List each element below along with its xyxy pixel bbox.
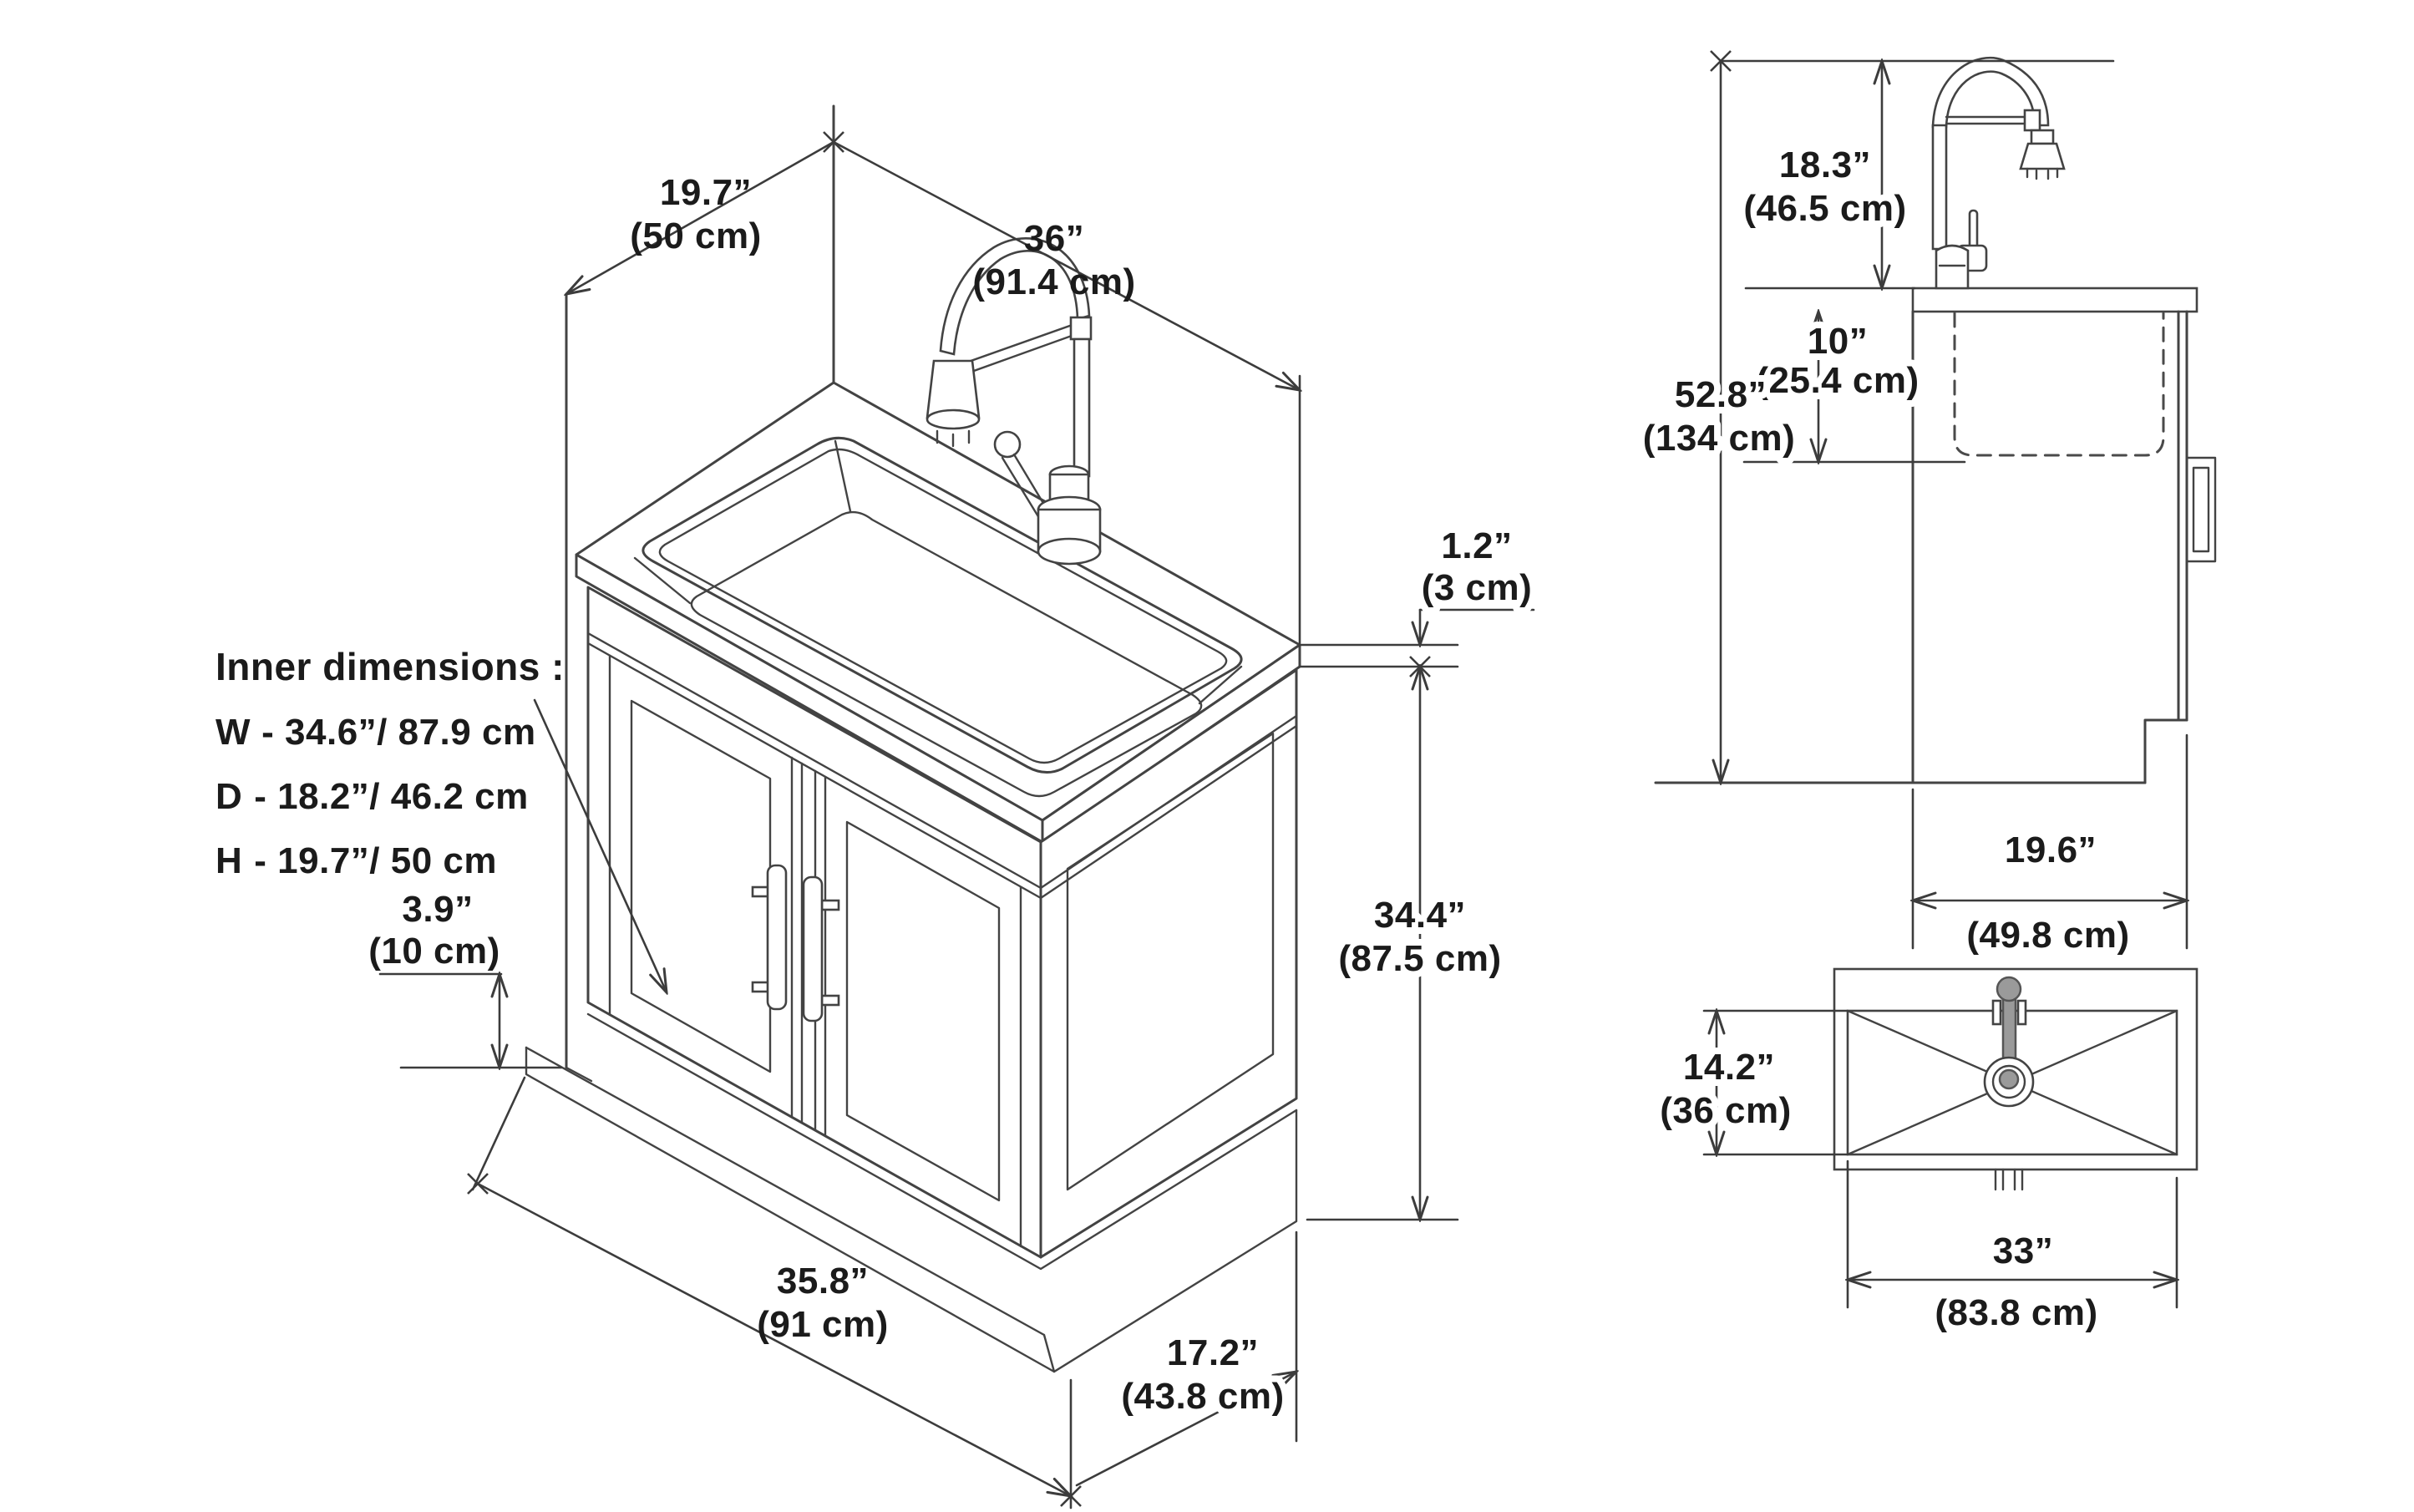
dim-bowl-width-cm: (83.8 cm) — [1935, 1292, 2097, 1333]
right-door-panel — [845, 820, 1001, 1202]
top-faucet — [1983, 976, 2035, 1108]
dim-overall-height-in: 52.8” — [1675, 374, 1767, 415]
dim-bowl-depth-in: 10” — [1808, 321, 1868, 362]
handle-knob — [993, 430, 1022, 459]
dim-faucet-height-cm: (46.5 cm) — [1743, 188, 1906, 229]
top-labels: 14.2” (36 cm) 33” (83.8 cm) — [1653, 1040, 2104, 1340]
isometric-view: 19.7” (50 cm) 36” (91.4 cm) 1.2” (3 cm) … — [216, 104, 1539, 1509]
toe-kick — [525, 1001, 1298, 1373]
supply-tabs — [1994, 1168, 2024, 1191]
side-panel — [1066, 732, 1275, 1191]
isometric-labels: 19.7” (50 cm) 36” (91.4 cm) 1.2” (3 cm) … — [216, 172, 1539, 1423]
dim-side-depth-cm: (49.8 cm) — [1966, 915, 2129, 956]
left-door-panel — [630, 699, 772, 1073]
inner-dimension-depth: D- 18.2”/ 46.2 cm — [216, 776, 529, 817]
door-handles — [751, 864, 840, 1022]
dim-top-width-in: 36” — [1024, 218, 1084, 259]
dim-toe-kick-in: 3.9” — [402, 889, 473, 930]
dim-body-height-in: 34.4” — [1374, 895, 1466, 936]
dim-top-depth-cm: (50 cm) — [630, 216, 762, 256]
dim-base-depth-cm: (43.8 cm) — [1121, 1376, 1284, 1417]
cabinet-body — [525, 586, 1298, 1373]
dim-bowl-depth-cm: (25.4 cm) — [1756, 360, 1919, 401]
dim-bowl-ftb-in: 14.2” — [1683, 1047, 1775, 1088]
top-view: 14.2” (36 cm) 33” (83.8 cm) — [1653, 967, 2198, 1340]
dim-top-depth-in: 19.7” — [660, 172, 752, 213]
dim-base-width-cm: (91 cm) — [757, 1304, 889, 1345]
dim-overall-height-cm: (134 cm) — [1643, 418, 1796, 459]
side-hook-bracket — [2185, 456, 2217, 563]
side-view: 18.3” (46.5 cm) 10” (25.4 cm) 52.8” (134… — [1636, 50, 2217, 962]
dim-faucet-height-in: 18.3” — [1779, 145, 1871, 185]
dim-bowl-ftb-cm: (36 cm) — [1660, 1090, 1792, 1131]
dim-toe-kick-cm: (10 cm) — [368, 931, 500, 972]
side-labels: 18.3” (46.5 cm) 10” (25.4 cm) 52.8” (134… — [1636, 138, 2136, 962]
isometric-dimensions — [378, 131, 1535, 1509]
dim-base-width-in: 35.8” — [777, 1261, 869, 1301]
hidden-sink-bowl — [1953, 312, 2165, 457]
side-cabinet — [1654, 287, 2217, 784]
dim-body-height-cm: (87.5 cm) — [1338, 938, 1501, 979]
inner-dimensions-heading: Inner dimensions : — [216, 645, 565, 688]
dim-bowl-width-in: 33” — [1993, 1230, 2053, 1271]
faucet-side — [1931, 56, 2066, 290]
dim-top-width-cm: (91.4 cm) — [972, 261, 1135, 302]
sink-basin — [633, 436, 1243, 798]
handle-side — [1968, 209, 1979, 251]
wall-lines — [565, 104, 835, 1083]
spray-head-side — [2019, 142, 2066, 170]
inner-dimension-width: W- 34.6”/ 87.9 cm — [216, 712, 536, 753]
dim-counter-thickness-cm: (3 cm) — [1422, 567, 1533, 608]
faucet-isometric — [926, 237, 1102, 566]
inner-dimension-height: H- 19.7”/ 50 cm — [216, 840, 497, 881]
dim-side-depth-in: 19.6” — [2005, 830, 2097, 870]
inner-dimensions-block: Inner dimensions : W- 34.6”/ 87.9 cm D- … — [216, 645, 565, 881]
dim-base-depth-in: 17.2” — [1167, 1332, 1259, 1373]
dim-counter-thickness-in: 1.2” — [1441, 525, 1512, 566]
side-dimensions — [1710, 50, 2187, 950]
top-dimensions — [1702, 1011, 2177, 1309]
